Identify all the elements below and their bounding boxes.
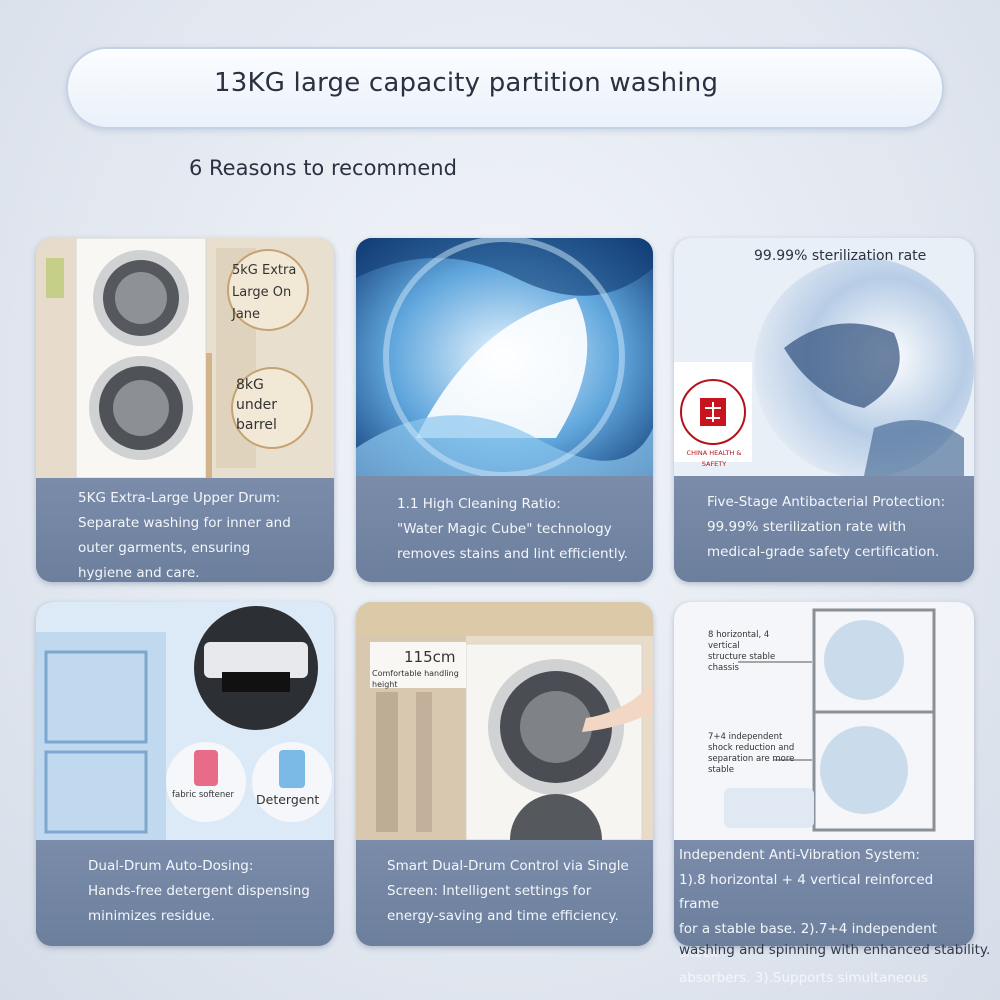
caption-line: outer garments, ensuring xyxy=(78,540,251,556)
feature-card-cleaning-ratio: 1.1 High Cleaning Ratio: "Water Magic Cu… xyxy=(356,238,653,582)
title-banner: 13KG large capacity partition washing xyxy=(66,47,944,129)
caption-line: energy-saving and time efficiency. xyxy=(387,908,619,924)
card-caption: Independent Anti-Vibration System: 1).8 … xyxy=(674,840,974,986)
caption-line: 99.99% sterilization rate with xyxy=(707,519,907,535)
caption-line: 1.1 High Cleaning Ratio: xyxy=(397,496,561,512)
caption-line: minimizes residue. xyxy=(88,908,215,924)
caption-line: 5KG Extra-Large Upper Drum: xyxy=(78,490,281,506)
page-subtitle: 6 Reasons to recommend xyxy=(189,156,457,180)
shock-note: 7+4 independent shock reduction and sepa… xyxy=(708,732,795,775)
caption-line: 1).8 horizontal + 4 vertical reinforced … xyxy=(679,871,934,913)
upper-drum-label: 5kG Extra Large On Jane xyxy=(232,263,297,322)
card-caption: Smart Dual-Drum Control via Single Scree… xyxy=(356,840,653,946)
frame-structure-photo: 8 horizontal, 4 vertical structure stabl… xyxy=(674,602,974,840)
globe-photo: 99.99% sterilization rate CHINA HEALTH &… xyxy=(674,238,974,476)
caption-line: medical-grade safety certification. xyxy=(707,544,940,560)
caption-line: hygiene and care. xyxy=(78,565,200,581)
caption-line: Separate washing for inner and xyxy=(78,515,291,531)
frame-note: 8 horizontal, 4 vertical structure stabl… xyxy=(708,630,776,673)
dosing-photo: fabric softener Detergent xyxy=(36,602,334,840)
feature-card-smart-control: 115cm Comfortable handling height Smart … xyxy=(356,602,653,946)
feature-card-upper-drum: 5kG Extra Large On Jane 8kG under barrel… xyxy=(36,238,334,582)
lower-drum-label: 8kG under barrel xyxy=(236,377,278,433)
card-caption: 5KG Extra-Large Upper Drum: Separate was… xyxy=(36,478,334,582)
height-note: Comfortable handling height xyxy=(372,669,459,689)
caption-line: Five-Stage Antibacterial Protection: xyxy=(707,494,946,510)
caption-line: absorbers. 3).Supports simultaneous xyxy=(679,969,929,986)
feature-card-antibacterial: 99.99% sterilization rate CHINA HEALTH &… xyxy=(674,238,974,582)
caption-line: Dual-Drum Auto-Dosing: xyxy=(88,858,254,874)
page-title: 13KG large capacity partition washing xyxy=(214,68,719,98)
feature-card-anti-vibration: 8 horizontal, 4 vertical structure stabl… xyxy=(674,602,974,986)
caption-line: removes stains and lint efficiently. xyxy=(397,546,628,562)
caption-line: "Water Magic Cube" technology xyxy=(397,521,612,537)
caption-overflow-line: washing and spinning with enhanced stabi… xyxy=(679,942,991,958)
sterilization-badge: 99.99% sterilization rate xyxy=(754,248,927,264)
softener-label: fabric softener xyxy=(172,790,234,800)
laundry-room-photo: 115cm Comfortable handling height xyxy=(356,602,653,840)
feature-card-auto-dosing: fabric softener Detergent Dual-Drum Auto… xyxy=(36,602,334,946)
caption-line: Screen: Intelligent settings for xyxy=(387,883,592,899)
caption-line: Smart Dual-Drum Control via Single xyxy=(387,858,629,874)
caption-line: Independent Anti-Vibration System: xyxy=(679,847,920,863)
washer-stack-photo: 5kG Extra Large On Jane 8kG under barrel xyxy=(36,238,334,478)
water-drum-photo xyxy=(356,238,653,476)
card-caption: Dual-Drum Auto-Dosing: Hands-free deterg… xyxy=(36,840,334,946)
caption-line: Hands-free detergent dispensing xyxy=(88,883,310,899)
seal-text: CHINA HEALTH & SAFETY xyxy=(686,449,742,468)
height-label: 115cm xyxy=(404,648,456,666)
card-caption: 1.1 High Cleaning Ratio: "Water Magic Cu… xyxy=(356,476,653,582)
caption-line: for a stable base. 2).7+4 independent sh… xyxy=(679,920,937,962)
detergent-label: Detergent xyxy=(256,792,320,807)
card-caption: Five-Stage Antibacterial Protection: 99.… xyxy=(674,476,974,582)
